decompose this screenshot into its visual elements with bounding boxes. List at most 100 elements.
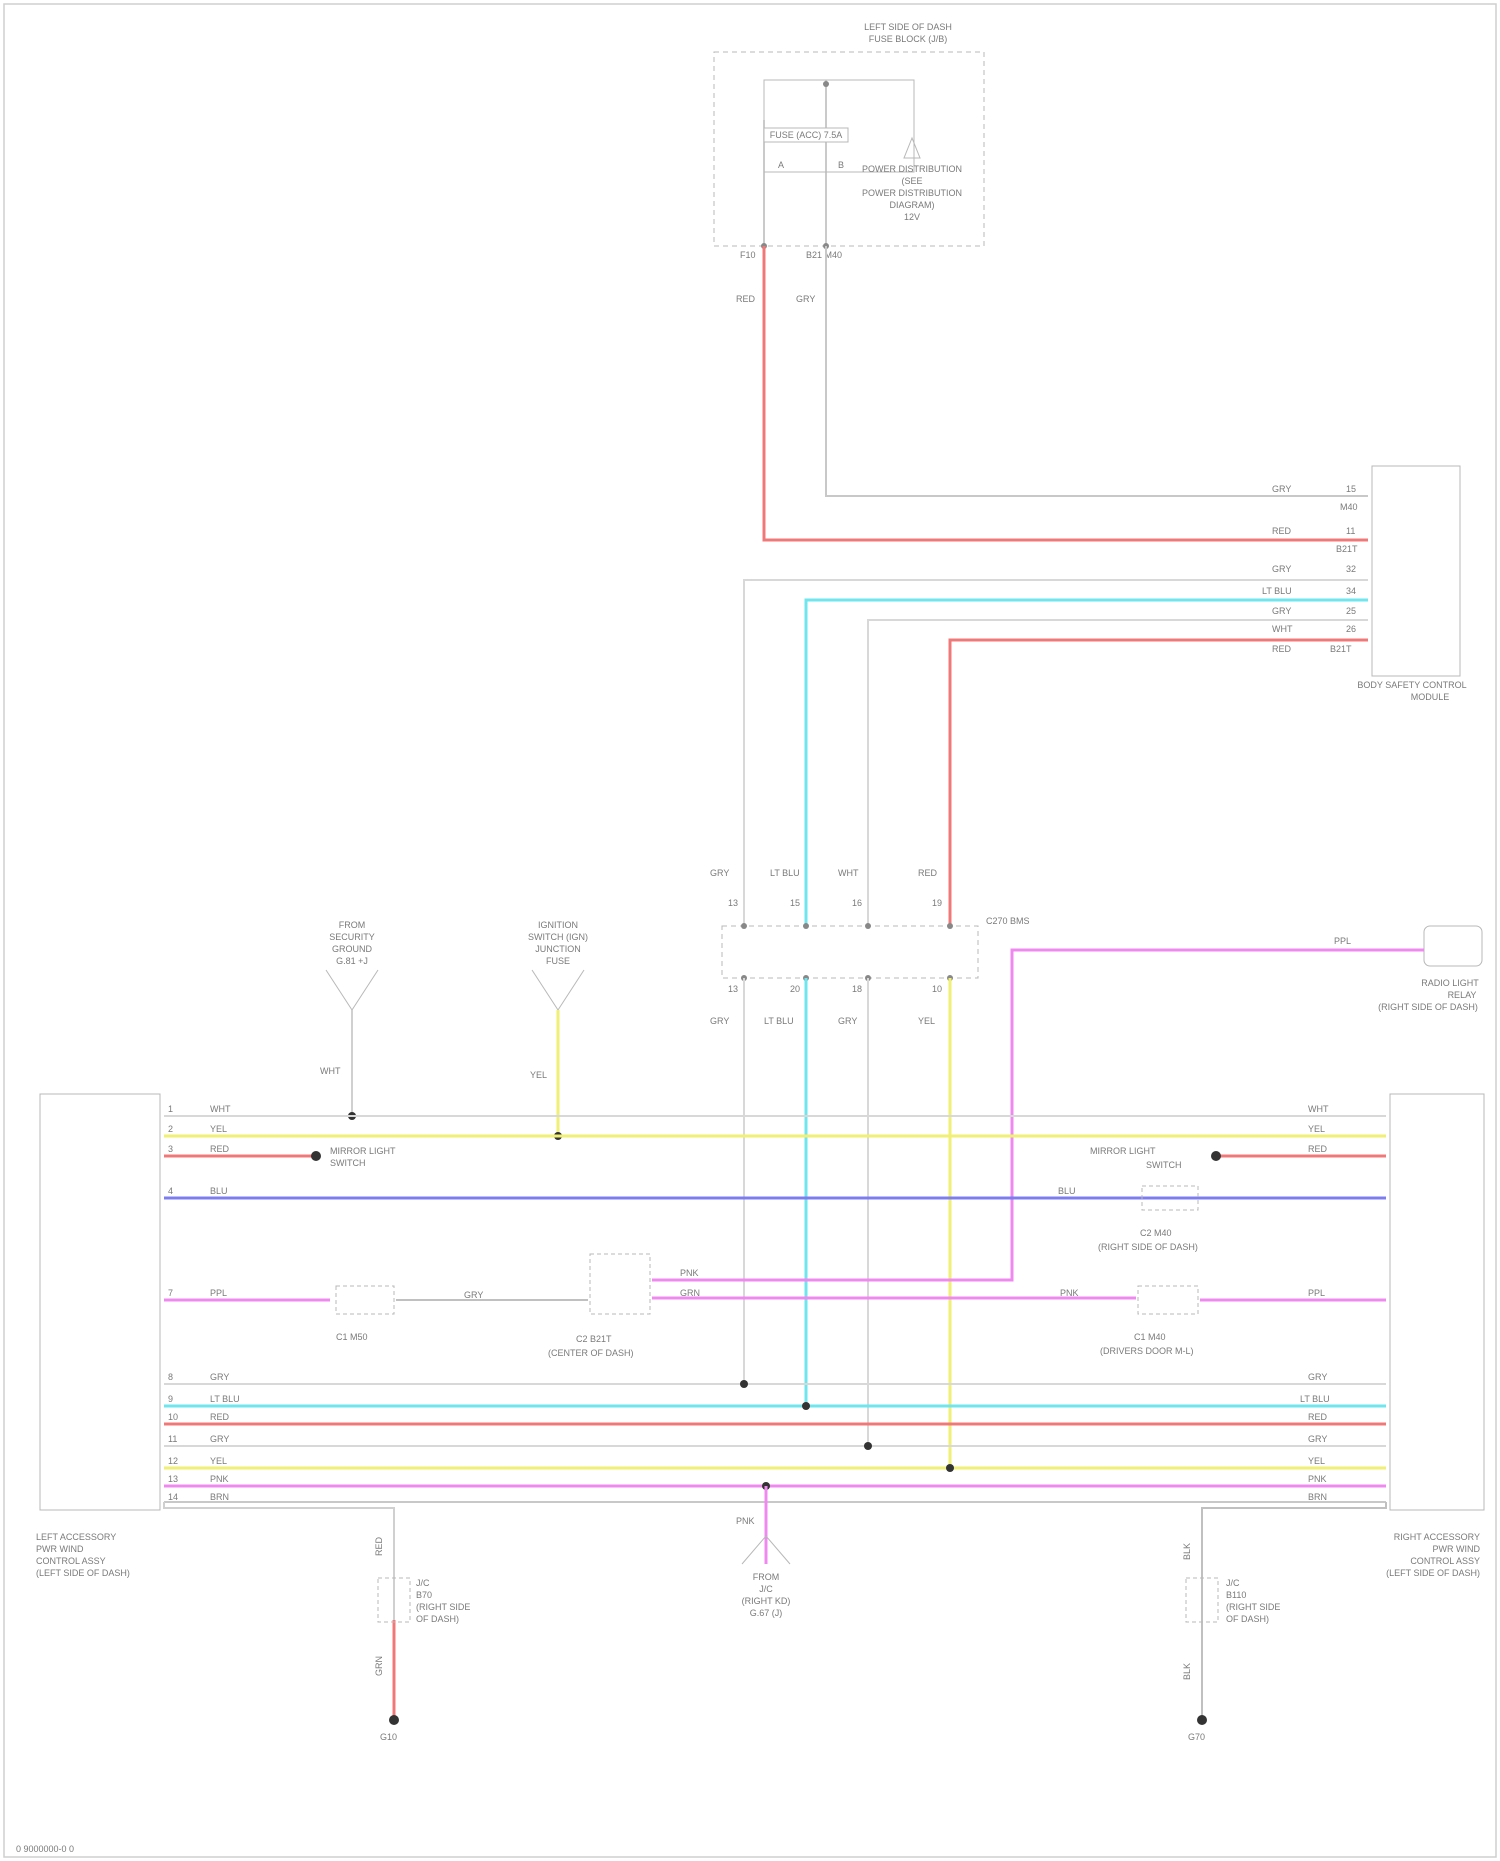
left-module-line-1: LEFT ACCESSORY xyxy=(36,1532,116,1542)
relay-line-1: RADIO LIGHT xyxy=(1421,978,1479,988)
conn-right-mid-line-1: C1 M40 xyxy=(1134,1332,1166,1342)
fuse-node xyxy=(823,81,829,87)
ground-a-line-4: G.81 +J xyxy=(336,956,368,966)
bcm-row-1-wire: GRY xyxy=(1272,484,1291,494)
mirror-right-line-1: MIRROR LIGHT xyxy=(1090,1146,1156,1156)
right-wire-7: LT BLU xyxy=(1300,1394,1330,1404)
right-wire-3: RED xyxy=(1308,1144,1328,1154)
left-jc-line-3: (RIGHT SIDE xyxy=(416,1602,470,1612)
left-pin-4: 4 xyxy=(168,1186,173,1196)
right-ground-label: G70 xyxy=(1188,1732,1205,1742)
bcm-row-6-wire: LT BLU xyxy=(1262,586,1292,596)
right-wire-9: GRY xyxy=(1308,1434,1327,1444)
left-wire-9: GRY xyxy=(210,1434,229,1444)
ground-a-line-3: GROUND xyxy=(332,944,372,954)
bottom-mid-line-4: G.67 (J) xyxy=(750,1608,783,1618)
junction-top-wire-3: WHT xyxy=(838,868,859,878)
bcm-row-5-wire: GRY xyxy=(1272,564,1291,574)
bus-grn-label: GRN xyxy=(680,1288,700,1298)
bcm-row-8-wire: WHT xyxy=(1272,624,1293,634)
left-pin-9: 11 xyxy=(168,1434,177,1444)
bus-gry-label: GRY xyxy=(464,1290,483,1300)
ground-b-line-2: SWITCH (IGN) xyxy=(528,932,588,942)
left-ground-icon xyxy=(389,1715,399,1725)
fuse-conn-right: B21 M40 xyxy=(806,250,842,260)
bcm-row-4-pin: B21T xyxy=(1336,544,1358,554)
bottom-mid-line-1: FROM xyxy=(753,1572,780,1582)
bcm-row-6-pin: 34 xyxy=(1346,586,1356,596)
ground-b-line-4: FUSE xyxy=(546,956,570,966)
right-wire-2: YEL xyxy=(1308,1124,1325,1134)
bcm-row-3-wire: RED xyxy=(1272,526,1292,536)
right-jc-line-1: J/C xyxy=(1226,1578,1240,1588)
junction-top-wire-2: LT BLU xyxy=(770,868,800,878)
bcm-row-5-pin: 32 xyxy=(1346,564,1356,574)
junction-bot-pin-4: 10 xyxy=(932,984,942,994)
conn-center-line-2: (CENTER OF DASH) xyxy=(548,1348,634,1358)
bcm-row-3-pin: 11 xyxy=(1346,526,1355,536)
fuse-conn-left: F10 xyxy=(740,250,756,260)
right-module-line-3: CONTROL ASSY xyxy=(1410,1556,1480,1566)
junction-bot-wire-1: GRY xyxy=(710,1016,729,1026)
bottom-right-wire-bot: BLK xyxy=(1182,1663,1192,1680)
fuse-pin-a: A xyxy=(778,160,784,170)
conn-right-mid-line-2: (DRIVERS DOOR M-L) xyxy=(1100,1346,1194,1356)
left-pin-8: 10 xyxy=(168,1412,178,1422)
right-module-line-4: (LEFT SIDE OF DASH) xyxy=(1386,1568,1480,1578)
right-wire-6: GRY xyxy=(1308,1372,1327,1382)
junction-top-pin-3: 16 xyxy=(852,898,862,908)
bottom-left-wire-bot: GRN xyxy=(374,1656,384,1676)
right-wire-12: BRN xyxy=(1308,1492,1327,1502)
junction-top-pin-2: 15 xyxy=(790,898,800,908)
junction-bot-wire-2: LT BLU xyxy=(764,1016,794,1026)
junction-bot-pin-3: 18 xyxy=(852,984,862,994)
left-wire-11: PNK xyxy=(210,1474,229,1484)
fuse-label: FUSE (ACC) 7.5A xyxy=(770,130,843,140)
bottom-left-wire-top: RED xyxy=(374,1536,384,1556)
left-jc-line-1: J/C xyxy=(416,1578,430,1588)
left-pin-5: 7 xyxy=(168,1288,173,1298)
junction-top-wire-4: RED xyxy=(918,868,938,878)
junction-bot-pin-1: 13 xyxy=(728,984,738,994)
bcm-title: BODY SAFETY CONTROL xyxy=(1357,680,1466,690)
conn-right-top-1: C2 M40 xyxy=(1140,1228,1172,1238)
junction-bot-wire-3: GRY xyxy=(838,1016,857,1026)
bcm-row-7-wire: GRY xyxy=(1272,606,1291,616)
left-module-line-4: (LEFT SIDE OF DASH) xyxy=(36,1568,130,1578)
bottom-mid-line-3: (RIGHT KD) xyxy=(742,1596,791,1606)
ground-a-line-2: SECURITY xyxy=(329,932,375,942)
fuse-block-subtitle: FUSE BLOCK (J/B) xyxy=(869,34,948,44)
bcm-row-2-pin: M40 xyxy=(1340,502,1358,512)
fuse-block-title: LEFT SIDE OF DASH xyxy=(864,22,952,32)
right-module-line-2: PWR WIND xyxy=(1433,1544,1481,1554)
mirror-right-line-2: SWITCH xyxy=(1146,1160,1182,1170)
bus-pnk-label: PNK xyxy=(680,1268,699,1278)
grey-drop-label: GRY xyxy=(796,294,815,304)
right-wire-4: BLU xyxy=(1058,1186,1076,1196)
left-jc-line-2: B70 xyxy=(416,1590,432,1600)
junction-bot-wire-4: YEL xyxy=(918,1016,935,1026)
ground-a-line-1: FROM xyxy=(339,920,366,930)
left-wire-3: RED xyxy=(210,1144,230,1154)
mirror-left-line-2: SWITCH xyxy=(330,1158,366,1168)
relay-wire: PPL xyxy=(1334,936,1351,946)
right-wire-8: RED xyxy=(1308,1412,1328,1422)
bottom-mid-wire: PNK xyxy=(736,1516,755,1526)
ground-a-wire: WHT xyxy=(320,1066,341,1076)
bcm-row-7-pin: 25 xyxy=(1346,606,1356,616)
relay-line-2: RELAY xyxy=(1448,990,1477,1000)
junction-bot-pin-2: 20 xyxy=(790,984,800,994)
footer-code: 0 9000000-0 0 xyxy=(16,1844,74,1854)
right-wire-11: PNK xyxy=(1308,1474,1327,1484)
right-jc-line-2: B110 xyxy=(1226,1590,1246,1600)
mirror-left-line-1: MIRROR LIGHT xyxy=(330,1146,396,1156)
junction-top-wire-1: GRY xyxy=(710,868,729,878)
left-wire-10: YEL xyxy=(210,1456,227,1466)
fuse-text-4: DIAGRAM) xyxy=(890,200,935,210)
left-wire-8: RED xyxy=(210,1412,230,1422)
bcm-subtitle: MODULE xyxy=(1411,692,1450,702)
left-jc-line-4: OF DASH) xyxy=(416,1614,459,1624)
junction-top-pin-1: 13 xyxy=(728,898,738,908)
left-pin-11: 13 xyxy=(168,1474,178,1484)
